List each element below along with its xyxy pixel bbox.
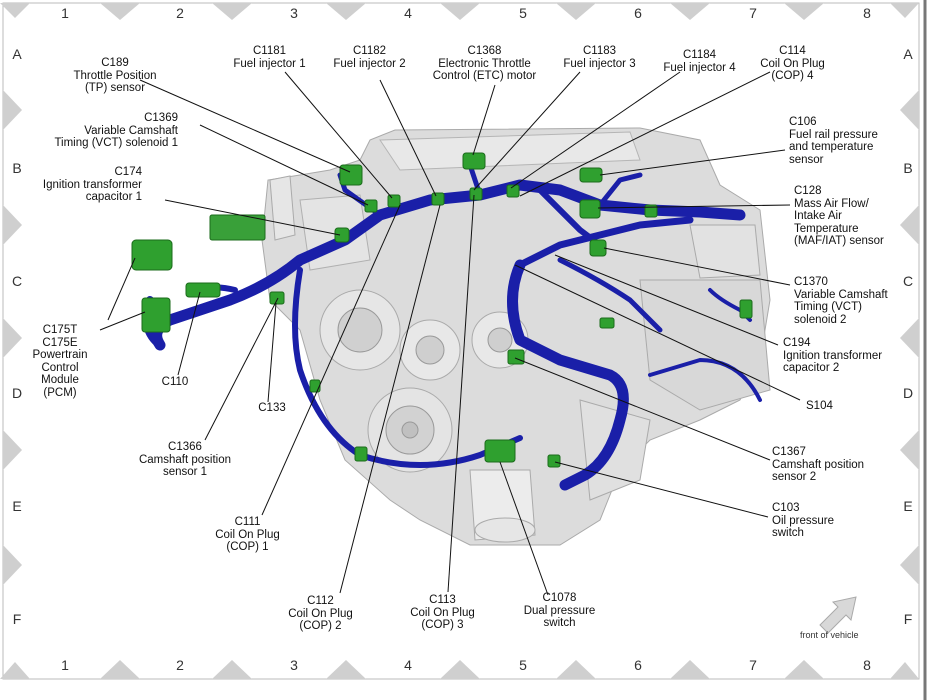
column-label-6-bottom: 6 — [634, 657, 642, 673]
label-c194: C194 Ignition transformer capacitor 2 — [783, 337, 883, 374]
label-c1181: C1181 Fuel injector 1 — [233, 45, 306, 70]
row-label-f-left: F — [12, 611, 22, 627]
row-label-b-left: B — [12, 160, 22, 176]
column-label-4-bottom: 4 — [404, 657, 412, 673]
column-label-5-top: 5 — [519, 5, 527, 21]
label-c112: C112 Coil On Plug (COP) 2 — [288, 595, 353, 632]
top-edge-markers — [0, 3, 919, 20]
connector-c194 — [739, 299, 753, 319]
label-c114: C114 Coil On Plug (COP) 4 — [760, 45, 825, 82]
label-c1183: C1183 Fuel injector 3 — [563, 45, 636, 70]
column-label-5-bottom: 5 — [519, 657, 527, 673]
connector-c1182 — [431, 192, 445, 206]
connector-minor-2 — [644, 204, 658, 218]
connector-c1078 — [484, 439, 516, 463]
row-label-b-right: B — [903, 160, 913, 176]
column-label-2-bottom: 2 — [176, 657, 184, 673]
label-c1078: C1078 Dual pressure switch — [523, 592, 596, 629]
row-label-f-right: F — [903, 611, 913, 627]
connector-c106 — [579, 167, 603, 183]
label-c111: C111 Coil On Plug (COP) 1 — [215, 516, 280, 553]
label-c133: C133 — [258, 402, 286, 414]
row-label-a-left: A — [12, 46, 22, 62]
connector-c1181 — [387, 194, 401, 208]
connector-c1370 — [589, 239, 607, 257]
connector-c175e — [141, 297, 171, 333]
front-of-vehicle-label: front of vehicle — [800, 630, 859, 640]
left-edge-markers — [3, 90, 22, 585]
label-c110: C110 — [161, 376, 189, 388]
column-label-1-bottom: 1 — [61, 657, 69, 673]
connector-c103 — [547, 454, 561, 468]
label-c1184: C1184 Fuel injector 4 — [663, 49, 736, 74]
connector-c1183 — [469, 187, 483, 201]
row-label-d-left: D — [11, 385, 23, 401]
label-c189: C189 Throttle Position (TP) sensor — [73, 57, 157, 94]
column-label-8-top: 8 — [863, 5, 871, 21]
connector-minor-3 — [309, 379, 321, 393]
label-c1369: C1369 Variable Camshaft Timing (VCT) sol… — [54, 112, 178, 149]
label-c106: C106 Fuel rail pressure and temperature … — [789, 116, 878, 166]
label-c1368: C1368 Electronic Throttle Control (ETC) … — [432, 45, 537, 82]
label-c174: C174 Ignition transformer capacitor 1 — [42, 166, 142, 203]
connector-c1369 — [364, 199, 378, 213]
connector-minor-1 — [599, 317, 615, 329]
connector-c189 — [339, 164, 363, 186]
row-label-e-right: E — [903, 498, 913, 514]
column-label-8-bottom: 8 — [863, 657, 871, 673]
column-label-3-top: 3 — [290, 5, 298, 21]
label-c1367: C1367 Camshaft position sensor 2 — [772, 446, 865, 483]
label-c128: C128 Mass Air Flow/ Intake Air Temperatu… — [794, 185, 884, 247]
column-label-3-bottom: 3 — [290, 657, 298, 673]
column-label-6-top: 6 — [634, 5, 642, 21]
row-label-e-left: E — [12, 498, 22, 514]
label-c1370: C1370 Variable Camshaft Timing (VCT) sol… — [794, 276, 888, 326]
connector-c133 — [269, 291, 285, 305]
connectors — [131, 152, 753, 468]
row-label-a-right: A — [903, 46, 913, 62]
label-c103: C103 Oil pressure switch — [772, 502, 834, 539]
label-c1366: C1366 Camshaft position sensor 1 — [138, 441, 232, 478]
column-label-4-top: 4 — [404, 5, 412, 21]
column-label-7-top: 7 — [749, 5, 757, 21]
connector-c128 — [579, 199, 601, 219]
row-label-d-right: D — [902, 385, 914, 401]
connector-c110 — [185, 282, 221, 298]
column-label-2-top: 2 — [176, 5, 184, 21]
connector-c1184 — [506, 184, 520, 198]
label-s104: S104 — [806, 400, 833, 412]
leader-lines — [99, 71, 801, 596]
column-label-7-bottom: 7 — [749, 657, 757, 673]
label-c113: C113 Coil On Plug (COP) 3 — [410, 594, 475, 631]
label-c175: C175T C175E Powertrain Control Module (P… — [32, 324, 88, 399]
row-label-c-left: C — [11, 273, 23, 289]
row-label-c-right: C — [902, 273, 914, 289]
connector-c1367 — [507, 349, 525, 365]
connector-c174 — [334, 227, 350, 243]
connector-c1368 — [462, 152, 486, 170]
connector-minor-4 — [354, 446, 368, 462]
connector-c175t — [131, 239, 173, 271]
label-c1182: C1182 Fuel injector 2 — [333, 45, 406, 70]
bottom-edge-markers — [0, 660, 919, 679]
front-of-vehicle-arrow-icon — [819, 596, 857, 634]
column-label-1-top: 1 — [61, 5, 69, 21]
right-edge-markers — [900, 90, 919, 585]
